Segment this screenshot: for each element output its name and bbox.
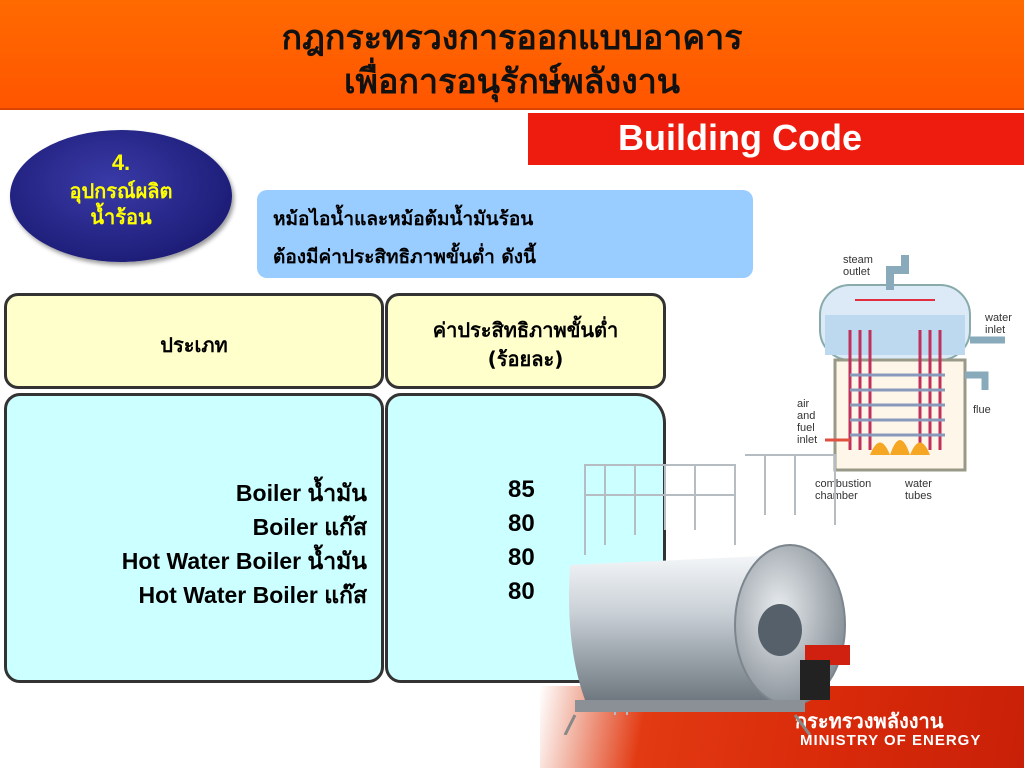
header-efficiency-label: ค่าประสิทธิภาพขั้นต่ำ — [432, 318, 619, 342]
ministry-name-thai: กระทรวงพลังงาน — [795, 709, 944, 733]
header-efficiency-unit: (ร้อยละ) — [487, 347, 564, 371]
header-type-label: ประเภท — [160, 333, 228, 357]
note-line-2: ต้องมีค่าประสิทธิภาพขั้นต่ำ ดังนี้ — [273, 246, 537, 268]
label-water-inlet: water inlet — [985, 312, 1012, 336]
page-title-line-2: เพื่อการอนุรักษ์พลังงาน — [343, 62, 681, 102]
section-title-line-1: อุปกรณ์ผลิต — [69, 179, 173, 203]
title-bar: กฎกระทรวงการออกแบบอาคาร เพื่อการอนุรักษ์… — [0, 0, 1024, 110]
table-row-type: Hot Water Boiler น้ำมัน — [121, 548, 367, 574]
boiler-photo — [545, 435, 890, 736]
table-body-type: Boiler น้ำมัน Boiler แก๊ส Hot Water Boil… — [4, 393, 384, 683]
ministry-name-english: MINISTRY OF ENERGY — [800, 732, 982, 749]
table-row-value: 80 — [508, 578, 535, 605]
note-line-1: หม้อไอน้ำและหม้อต้มน้ำมันร้อน — [273, 208, 534, 230]
label-air-fuel-inlet: air and fuel inlet — [797, 398, 818, 446]
page-title-line-1: กฎกระทรวงการออกแบบอาคาร — [281, 18, 743, 58]
building-code-label: Building Code — [618, 117, 862, 158]
table-row-value: 80 — [508, 544, 535, 571]
boiler-schematic-drawing — [819, 255, 1005, 472]
table-row-type: Boiler น้ำมัน — [235, 480, 367, 506]
requirement-note: หม้อไอน้ำและหม้อต้มน้ำมันร้อน ต้องมีค่าป… — [257, 190, 753, 278]
table-row-value: 80 — [508, 510, 535, 537]
label-combustion-chamber: combustion chamber — [815, 478, 872, 502]
section-number: 4. — [111, 150, 131, 175]
table-row-value: 85 — [508, 476, 535, 503]
boiler-photo-drawing — [563, 454, 850, 736]
building-code-badge: Building Code — [528, 113, 1024, 165]
section-oval: 4. อุปกรณ์ผลิต น้ำร้อน — [10, 130, 232, 262]
table-header-efficiency: ค่าประสิทธิภาพขั้นต่ำ (ร้อยละ) — [385, 293, 666, 389]
label-water-tubes: water tubes — [905, 478, 932, 502]
section-title-line-2: น้ำร้อน — [90, 205, 152, 229]
label-flue: flue — [973, 404, 991, 416]
boiler-schematic-diagram: steam outlet water inlet air and fuel in… — [795, 250, 1020, 510]
label-steam-outlet: steam outlet — [843, 254, 873, 278]
table-row-type: Boiler แก๊ส — [252, 514, 367, 540]
table-header-type: ประเภท — [4, 293, 384, 389]
table-row-type: Hot Water Boiler แก๊ส — [138, 582, 367, 608]
